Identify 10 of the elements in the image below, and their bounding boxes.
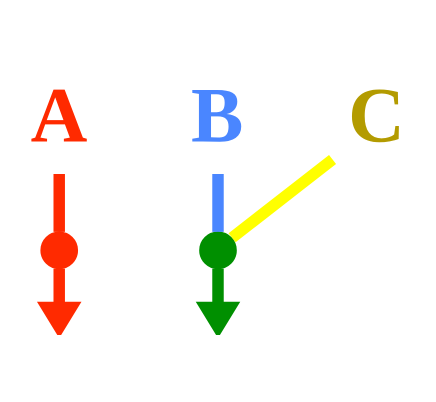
connector (212, 174, 224, 232)
node-circle (40, 232, 78, 270)
connector (53, 174, 65, 232)
node-circle (199, 232, 237, 270)
node-text: C (348, 71, 405, 158)
arrow (196, 268, 240, 335)
connector (228, 155, 336, 242)
node-text: B (190, 71, 244, 158)
node-text: A (30, 71, 88, 158)
arrow (36, 268, 82, 335)
